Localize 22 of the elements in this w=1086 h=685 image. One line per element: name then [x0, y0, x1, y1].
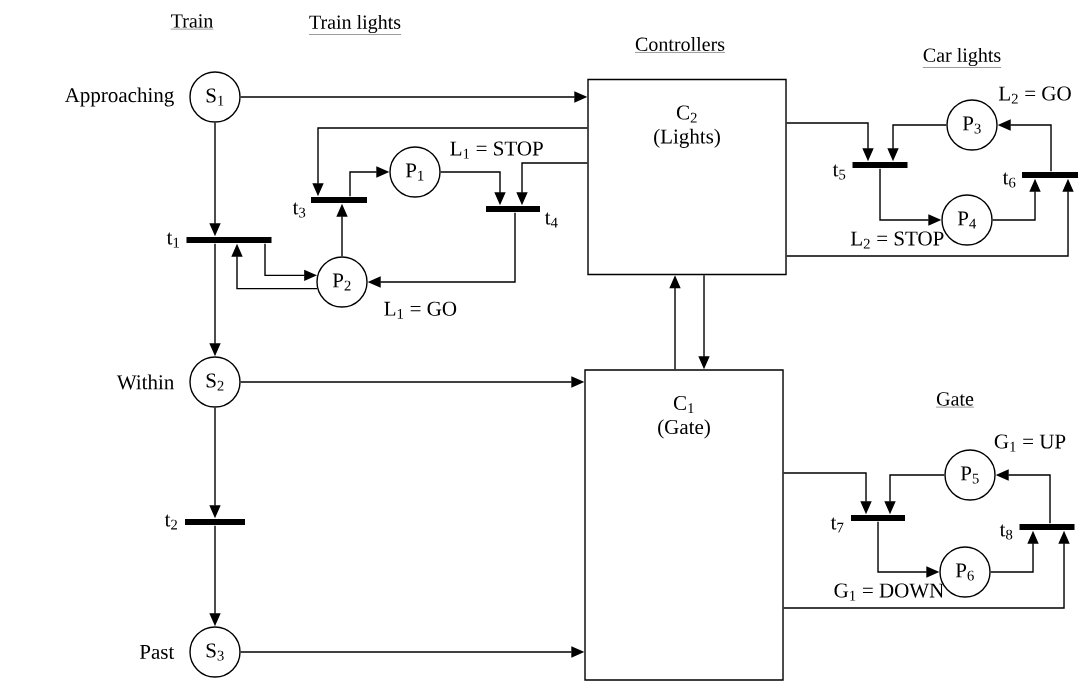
transition-label: t$_{6}$ [1002, 172, 1016, 188]
transition-label: t$_{2}$ [164, 514, 177, 530]
controller-box: C$_{1}$ (Gate) [584, 369, 784, 681]
section-heading: Car lights [922, 47, 1002, 68]
state-label: Approaching [64, 87, 174, 107]
transition-label: t$_{4}$ [544, 212, 558, 228]
state-label: Past [139, 645, 175, 659]
controller-box: C$_{2}$ (Lights) [587, 78, 787, 276]
state-label: Within [116, 374, 174, 390]
section-heading: Train lights [308, 14, 402, 35]
transition-label: t$_{1}$ [166, 232, 179, 248]
transition-label: t$_{3}$ [292, 202, 306, 218]
transition-label: t$_{7}$ [830, 517, 844, 533]
transition-label: t$_{5}$ [832, 164, 846, 180]
transition-label: t$_{8}$ [999, 524, 1013, 540]
section-heading: Train [170, 14, 214, 30]
condition-label: L$_{1}$ = STOP [450, 141, 543, 159]
condition-label: G$_{1}$ = UP [994, 434, 1066, 452]
condition-label: L$_{1}$ = GO [384, 301, 457, 319]
section-heading: Controllers [634, 36, 726, 53]
section-heading: Gate [935, 392, 975, 408]
condition-label: L$_{2}$ = GO [998, 86, 1071, 104]
